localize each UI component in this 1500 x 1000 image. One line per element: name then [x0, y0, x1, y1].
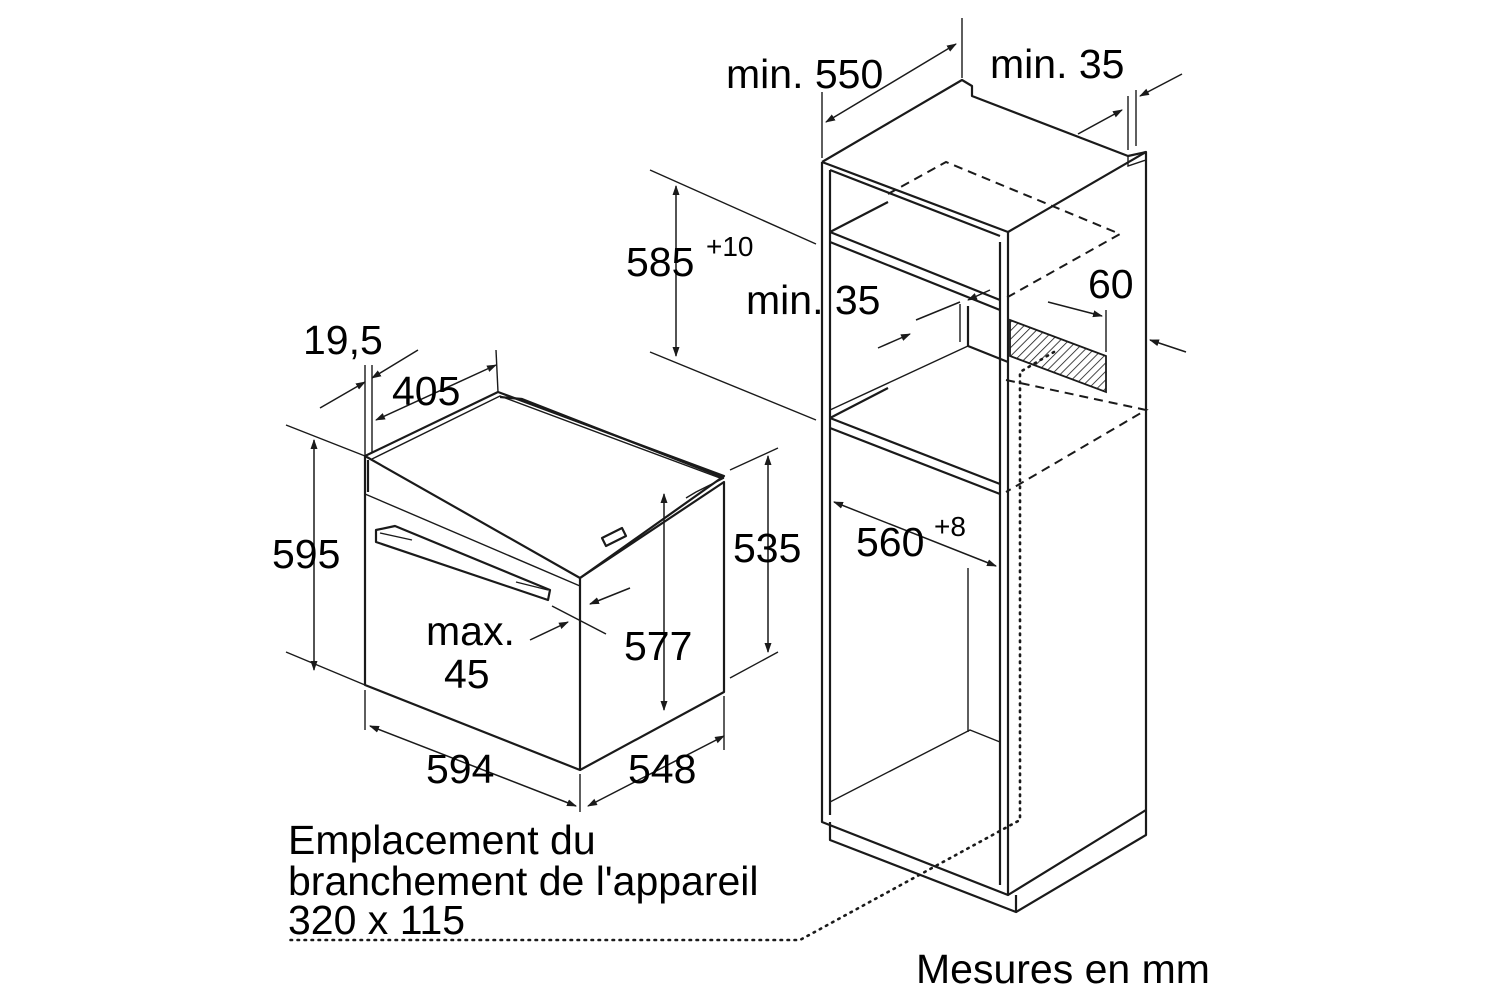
cabinet-depth-label: min. 550 [726, 51, 883, 97]
connection-note-line3: 320 x 115 [288, 897, 465, 943]
niche-width-tolerance: +8 [934, 511, 966, 542]
cabinet-dimension-lines [649, 18, 1187, 567]
connection-note: Emplacement du branchement de l'appareil… [288, 817, 759, 943]
handle-max-value: 45 [444, 651, 490, 697]
oven-rear-height-label: 535 [733, 525, 801, 571]
oven-dimension-lines [285, 349, 779, 812]
oven-height-label: 595 [272, 531, 340, 577]
oven-depth-label: 548 [628, 746, 696, 792]
vent-depth-label: 60 [1088, 261, 1134, 307]
vent-gap-label: min. 35 [746, 277, 880, 323]
oven-width-label: 594 [426, 746, 494, 792]
oven-top-depth-label: 405 [392, 368, 460, 414]
handle-max-label: max. [426, 608, 515, 654]
connection-note-line2: branchement de l'appareil [288, 858, 759, 904]
oven-drawing [363, 390, 726, 772]
cabinet-drawing [288, 78, 1149, 942]
niche-height-tolerance: +10 [706, 231, 754, 262]
oven-inner-height-label: 577 [624, 623, 692, 669]
niche-width-label: 560 [856, 519, 924, 565]
oven-labels: 19,5 405 595 577 535 max. 45 594 548 [272, 317, 801, 792]
cabinet-labels: min. 550 min. 35 585 +10 min. 35 60 560 … [626, 41, 1134, 565]
units-note: Mesures en mm [916, 946, 1210, 992]
connection-note-line1: Emplacement du [288, 817, 596, 863]
oven-offset-label: 19,5 [303, 317, 383, 363]
cabinet-rear-gap-label: min. 35 [990, 41, 1124, 87]
niche-height-label: 585 [626, 239, 694, 285]
